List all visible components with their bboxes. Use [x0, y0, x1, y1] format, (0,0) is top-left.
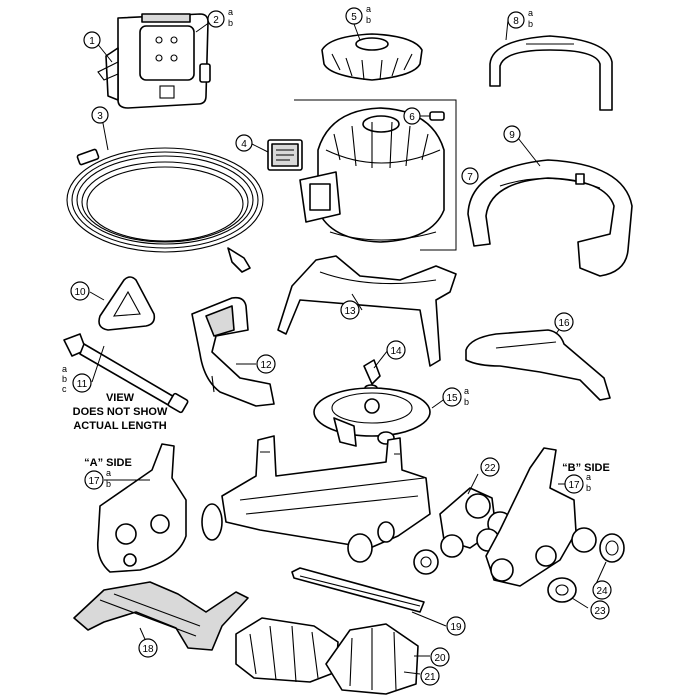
callout-4: 4 — [235, 134, 253, 152]
svg-text:9: 9 — [509, 130, 515, 141]
svg-text:b: b — [586, 483, 591, 493]
motor-housing-part — [299, 107, 445, 243]
callout-19: 19 — [446, 616, 466, 636]
svg-text:a: a — [586, 472, 591, 482]
callout-22: 22 — [480, 457, 500, 477]
svg-text:a: a — [528, 8, 533, 18]
svg-text:c: c — [62, 384, 67, 394]
top-cap-part — [321, 33, 423, 81]
callout-2: 2 a b — [207, 7, 233, 28]
svg-text:8: 8 — [513, 16, 519, 27]
power-supply-part — [97, 13, 211, 109]
small-handle-part — [489, 35, 613, 111]
svg-text:b: b — [366, 15, 371, 25]
svg-text:3: 3 — [97, 111, 103, 122]
callout-10: 10 — [70, 281, 90, 301]
side-b-label: “B” SIDE — [562, 462, 610, 474]
side-bracket-part — [191, 296, 275, 407]
callout-8: 8 a b — [507, 8, 533, 29]
side-panel-a-part — [96, 443, 187, 573]
pump-plate-part — [313, 387, 431, 447]
svg-text:22: 22 — [484, 463, 496, 474]
svg-text:14: 14 — [390, 346, 402, 357]
callout-12: 12 — [256, 354, 276, 374]
svg-text:a: a — [464, 386, 469, 396]
svg-text:15: 15 — [446, 393, 458, 404]
side-a-label: “A” SIDE — [84, 457, 132, 469]
side-rail-part — [465, 329, 611, 401]
plug-part — [363, 359, 381, 392]
callout-13: 13 — [340, 300, 360, 320]
svg-text:17: 17 — [568, 480, 580, 491]
side-panel-b-part — [485, 447, 597, 587]
callout-6: 6 — [403, 107, 421, 125]
callout-9: 9 — [503, 125, 521, 143]
callout-23: 23 — [590, 600, 610, 620]
svg-text:a: a — [62, 364, 67, 374]
svg-text:4: 4 — [241, 139, 247, 150]
svg-text:19: 19 — [450, 622, 462, 633]
svg-text:20: 20 — [434, 653, 446, 664]
svg-text:24: 24 — [596, 586, 608, 597]
callout-18: 18 — [138, 638, 158, 658]
gear-assembly-part — [413, 487, 513, 575]
callout-1: 1 — [83, 31, 101, 49]
cable-coil-part — [66, 147, 264, 273]
svg-text:a: a — [106, 468, 111, 478]
svg-text:2: 2 — [213, 15, 219, 26]
svg-text:a: a — [228, 7, 233, 17]
callout-11: 11 a b c — [62, 364, 92, 394]
callout-21: 21 — [420, 666, 440, 686]
note-line-2: DOES NOT SHOW — [73, 406, 168, 418]
callout-17b: 17 a b — [564, 472, 591, 494]
svg-text:b: b — [106, 479, 111, 489]
callout-16: 16 — [554, 312, 574, 332]
svg-text:10: 10 — [74, 287, 86, 298]
callout-7: 7 — [461, 167, 479, 185]
svg-text:12: 12 — [260, 360, 272, 371]
chassis-part — [201, 435, 431, 563]
callout-20: 20 — [430, 647, 450, 667]
svg-text:11: 11 — [77, 379, 88, 390]
svg-text:6: 6 — [409, 112, 415, 123]
strip-part — [291, 567, 425, 613]
callout-3: 3 — [91, 106, 109, 124]
callout-17a: 17 a b — [84, 468, 111, 490]
brushes-part — [235, 617, 419, 695]
svg-text:13: 13 — [344, 306, 356, 317]
svg-text:21: 21 — [424, 672, 436, 683]
svg-text:7: 7 — [467, 172, 473, 183]
note-line-1: VIEW — [106, 392, 135, 404]
cable-length-note: VIEW DOES NOT SHOW ACTUAL LENGTH — [73, 392, 168, 432]
swivel-cable-part — [63, 333, 189, 414]
svg-text:18: 18 — [142, 644, 154, 655]
svg-text:1: 1 — [89, 36, 95, 47]
float-part — [98, 276, 156, 331]
svg-text:b: b — [62, 374, 67, 384]
svg-text:b: b — [464, 397, 469, 407]
svg-text:5: 5 — [351, 12, 357, 23]
svg-text:17: 17 — [88, 476, 100, 487]
svg-text:16: 16 — [558, 318, 570, 329]
skirt-part — [73, 581, 249, 651]
svg-text:23: 23 — [594, 606, 606, 617]
svg-text:a: a — [366, 4, 371, 14]
svg-text:b: b — [528, 19, 533, 29]
callout-24: 24 — [592, 580, 612, 600]
callout-5: 5 a b — [345, 4, 371, 25]
bracket-7-lines — [294, 99, 457, 251]
top-bar-part — [277, 255, 457, 367]
svg-text:b: b — [228, 18, 233, 28]
note-line-3: ACTUAL LENGTH — [73, 420, 166, 432]
callout-14: 14 — [386, 340, 406, 360]
callout-15: 15 a b — [442, 386, 469, 407]
bushings-part — [547, 533, 625, 603]
large-handle-part — [467, 159, 633, 277]
filter-indicator-part — [267, 139, 303, 171]
